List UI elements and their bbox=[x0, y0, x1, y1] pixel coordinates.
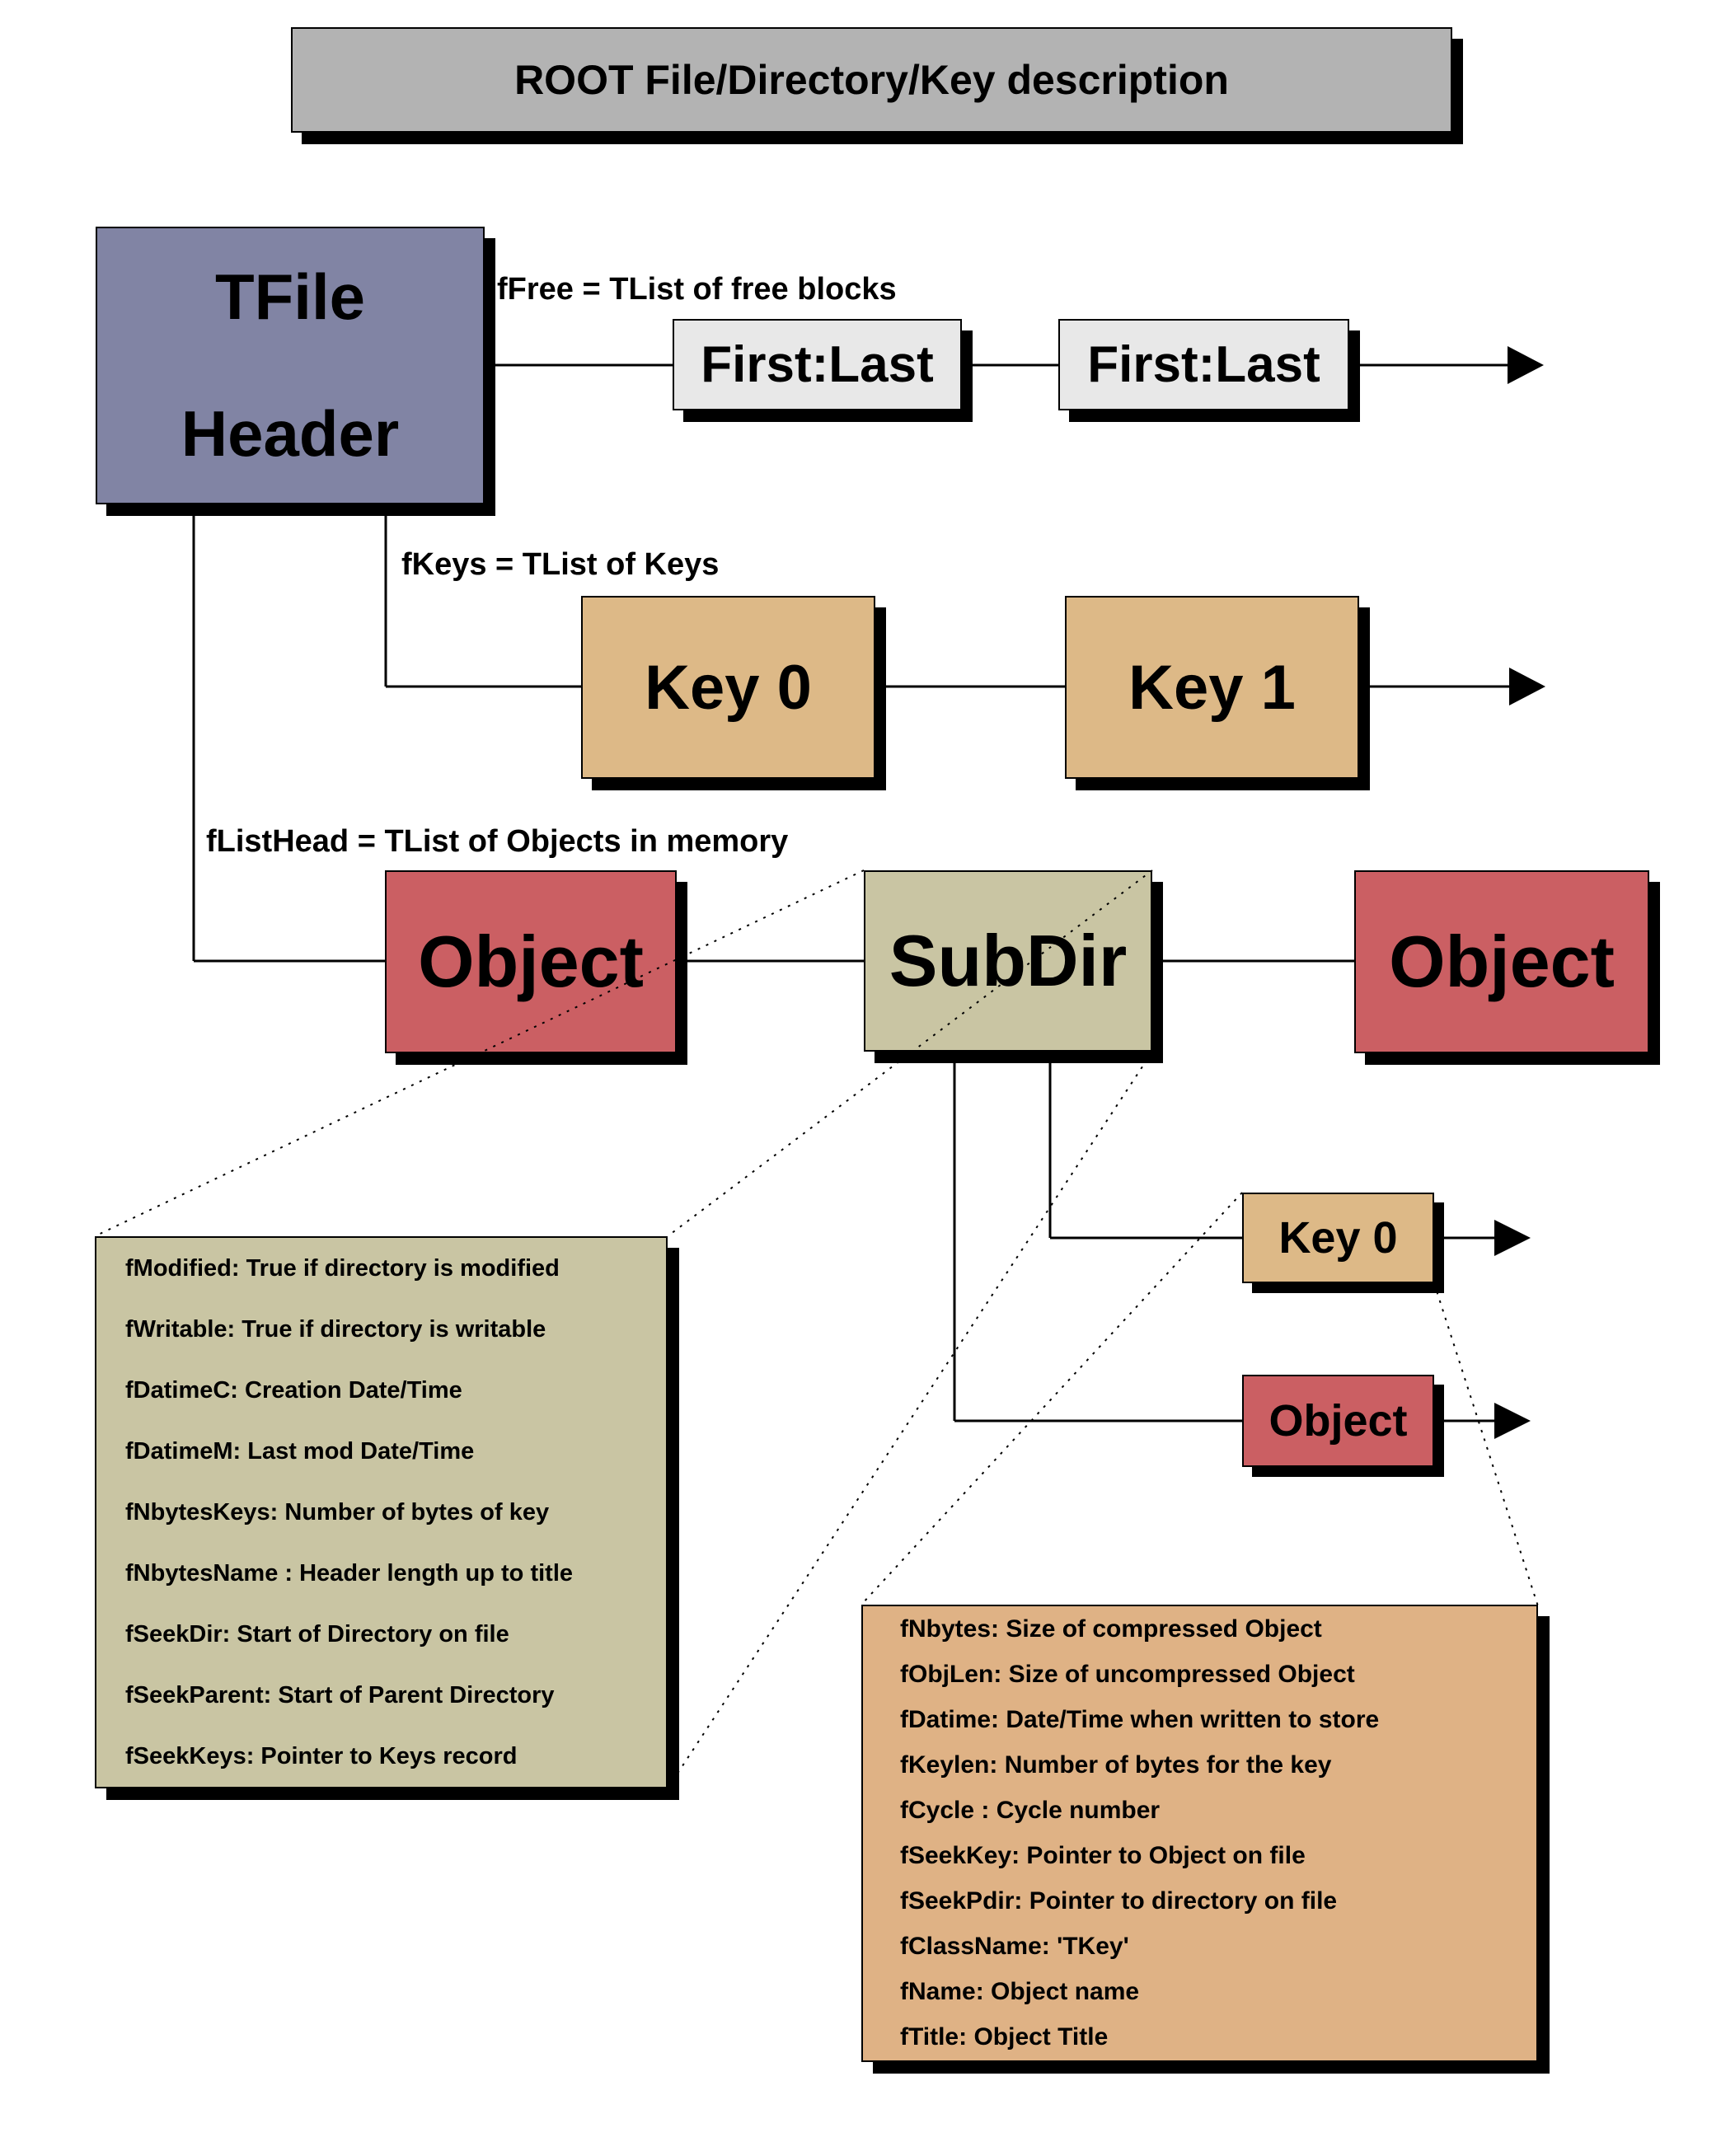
arrow-right-icon bbox=[1509, 668, 1545, 705]
key-attr-fname: fName: Object name bbox=[900, 1978, 1140, 2006]
dir-attr-fmodified: fModified: True if directory is modified bbox=[125, 1254, 560, 1282]
firstlast-box-0: First:Last bbox=[673, 319, 962, 410]
object-label: Object bbox=[418, 921, 644, 1002]
subdir-object-label: Object bbox=[1268, 1396, 1408, 1446]
subdir-key0-label: Key 0 bbox=[1278, 1213, 1398, 1263]
flisthead-label: fListHead = TList of Objects in memory bbox=[206, 824, 789, 859]
firstlast-label: First:Last bbox=[1087, 336, 1320, 393]
firstlast-box-1: First:Last bbox=[1058, 319, 1349, 410]
subdir-label: SubDir bbox=[889, 920, 1128, 1001]
dir-attr-fwritable: fWritable: True if directory is writable bbox=[125, 1315, 546, 1343]
title-banner: ROOT File/Directory/Key description bbox=[291, 27, 1452, 133]
key-attr-fnbytes: fNbytes: Size of compressed Object bbox=[900, 1615, 1322, 1643]
key-attr-fclassname: fClassName: 'TKey' bbox=[900, 1933, 1129, 1961]
key-attr-ftitle: fTitle: Object Title bbox=[900, 2023, 1109, 2051]
arrow-right-icon bbox=[1508, 346, 1544, 384]
dir-attr-fseekdir: fSeekDir: Start of Directory on file bbox=[125, 1620, 509, 1647]
fkeys-label: fKeys = TList of Keys bbox=[401, 547, 720, 582]
dir-attr-fseekkeys: fSeekKeys: Pointer to Keys record bbox=[125, 1742, 518, 1769]
dir-attr-fnbyteskeys: fNbytesKeys: Number of bytes of key bbox=[125, 1498, 550, 1526]
tfile-label: TFile bbox=[214, 260, 365, 333]
object-label: Object bbox=[1389, 921, 1615, 1002]
dir-attr-fdatimec: fDatimeC: Creation Date/Time bbox=[125, 1376, 462, 1404]
key1-box: Key 1 bbox=[1065, 596, 1359, 779]
tfile-header-box: TFile Header bbox=[96, 227, 485, 504]
key-attr-fkeylen: fKeylen: Number of bytes for the key bbox=[900, 1751, 1332, 1779]
object-box-right: Object bbox=[1354, 870, 1649, 1053]
subdir-object-box: Object bbox=[1242, 1375, 1434, 1467]
subdir-key0-box: Key 0 bbox=[1242, 1193, 1434, 1283]
arrow-right-icon bbox=[1494, 1403, 1531, 1439]
header-label: Header bbox=[181, 397, 400, 471]
dir-attr-fnbytesname: fNbytesName : Header length up to title bbox=[125, 1559, 574, 1587]
page-title: ROOT File/Directory/Key description bbox=[514, 57, 1229, 103]
object-box-left: Object bbox=[385, 870, 677, 1053]
arrow-right-icon bbox=[1494, 1220, 1531, 1256]
key-attr-fseekkey: fSeekKey: Pointer to Object on file bbox=[900, 1842, 1306, 1870]
key1-label: Key 1 bbox=[1128, 652, 1296, 723]
key0-box: Key 0 bbox=[581, 596, 875, 779]
key-attr-fseekpdir: fSeekPdir: Pointer to directory on file bbox=[900, 1887, 1338, 1915]
directory-attributes-panel: fModified: True if directory is modified… bbox=[95, 1236, 668, 1788]
key-attr-fobjlen: fObjLen: Size of uncompressed Object bbox=[900, 1660, 1355, 1688]
ffree-label: fFree = TList of free blocks bbox=[497, 272, 897, 307]
key-attributes-panel: fNbytes: Size of compressed Object fObjL… bbox=[861, 1605, 1538, 2062]
dir-attr-fseekparent: fSeekParent: Start of Parent Directory bbox=[125, 1681, 555, 1708]
subdir-box: SubDir bbox=[864, 870, 1152, 1052]
key-attr-fcycle: fCycle : Cycle number bbox=[900, 1796, 1161, 1824]
dir-attr-fdatimem: fDatimeM: Last mod Date/Time bbox=[125, 1437, 475, 1465]
firstlast-label: First:Last bbox=[701, 336, 934, 393]
key-attr-fdatime: fDatime: Date/Time when written to store bbox=[900, 1705, 1380, 1733]
key0-label: Key 0 bbox=[645, 652, 812, 723]
